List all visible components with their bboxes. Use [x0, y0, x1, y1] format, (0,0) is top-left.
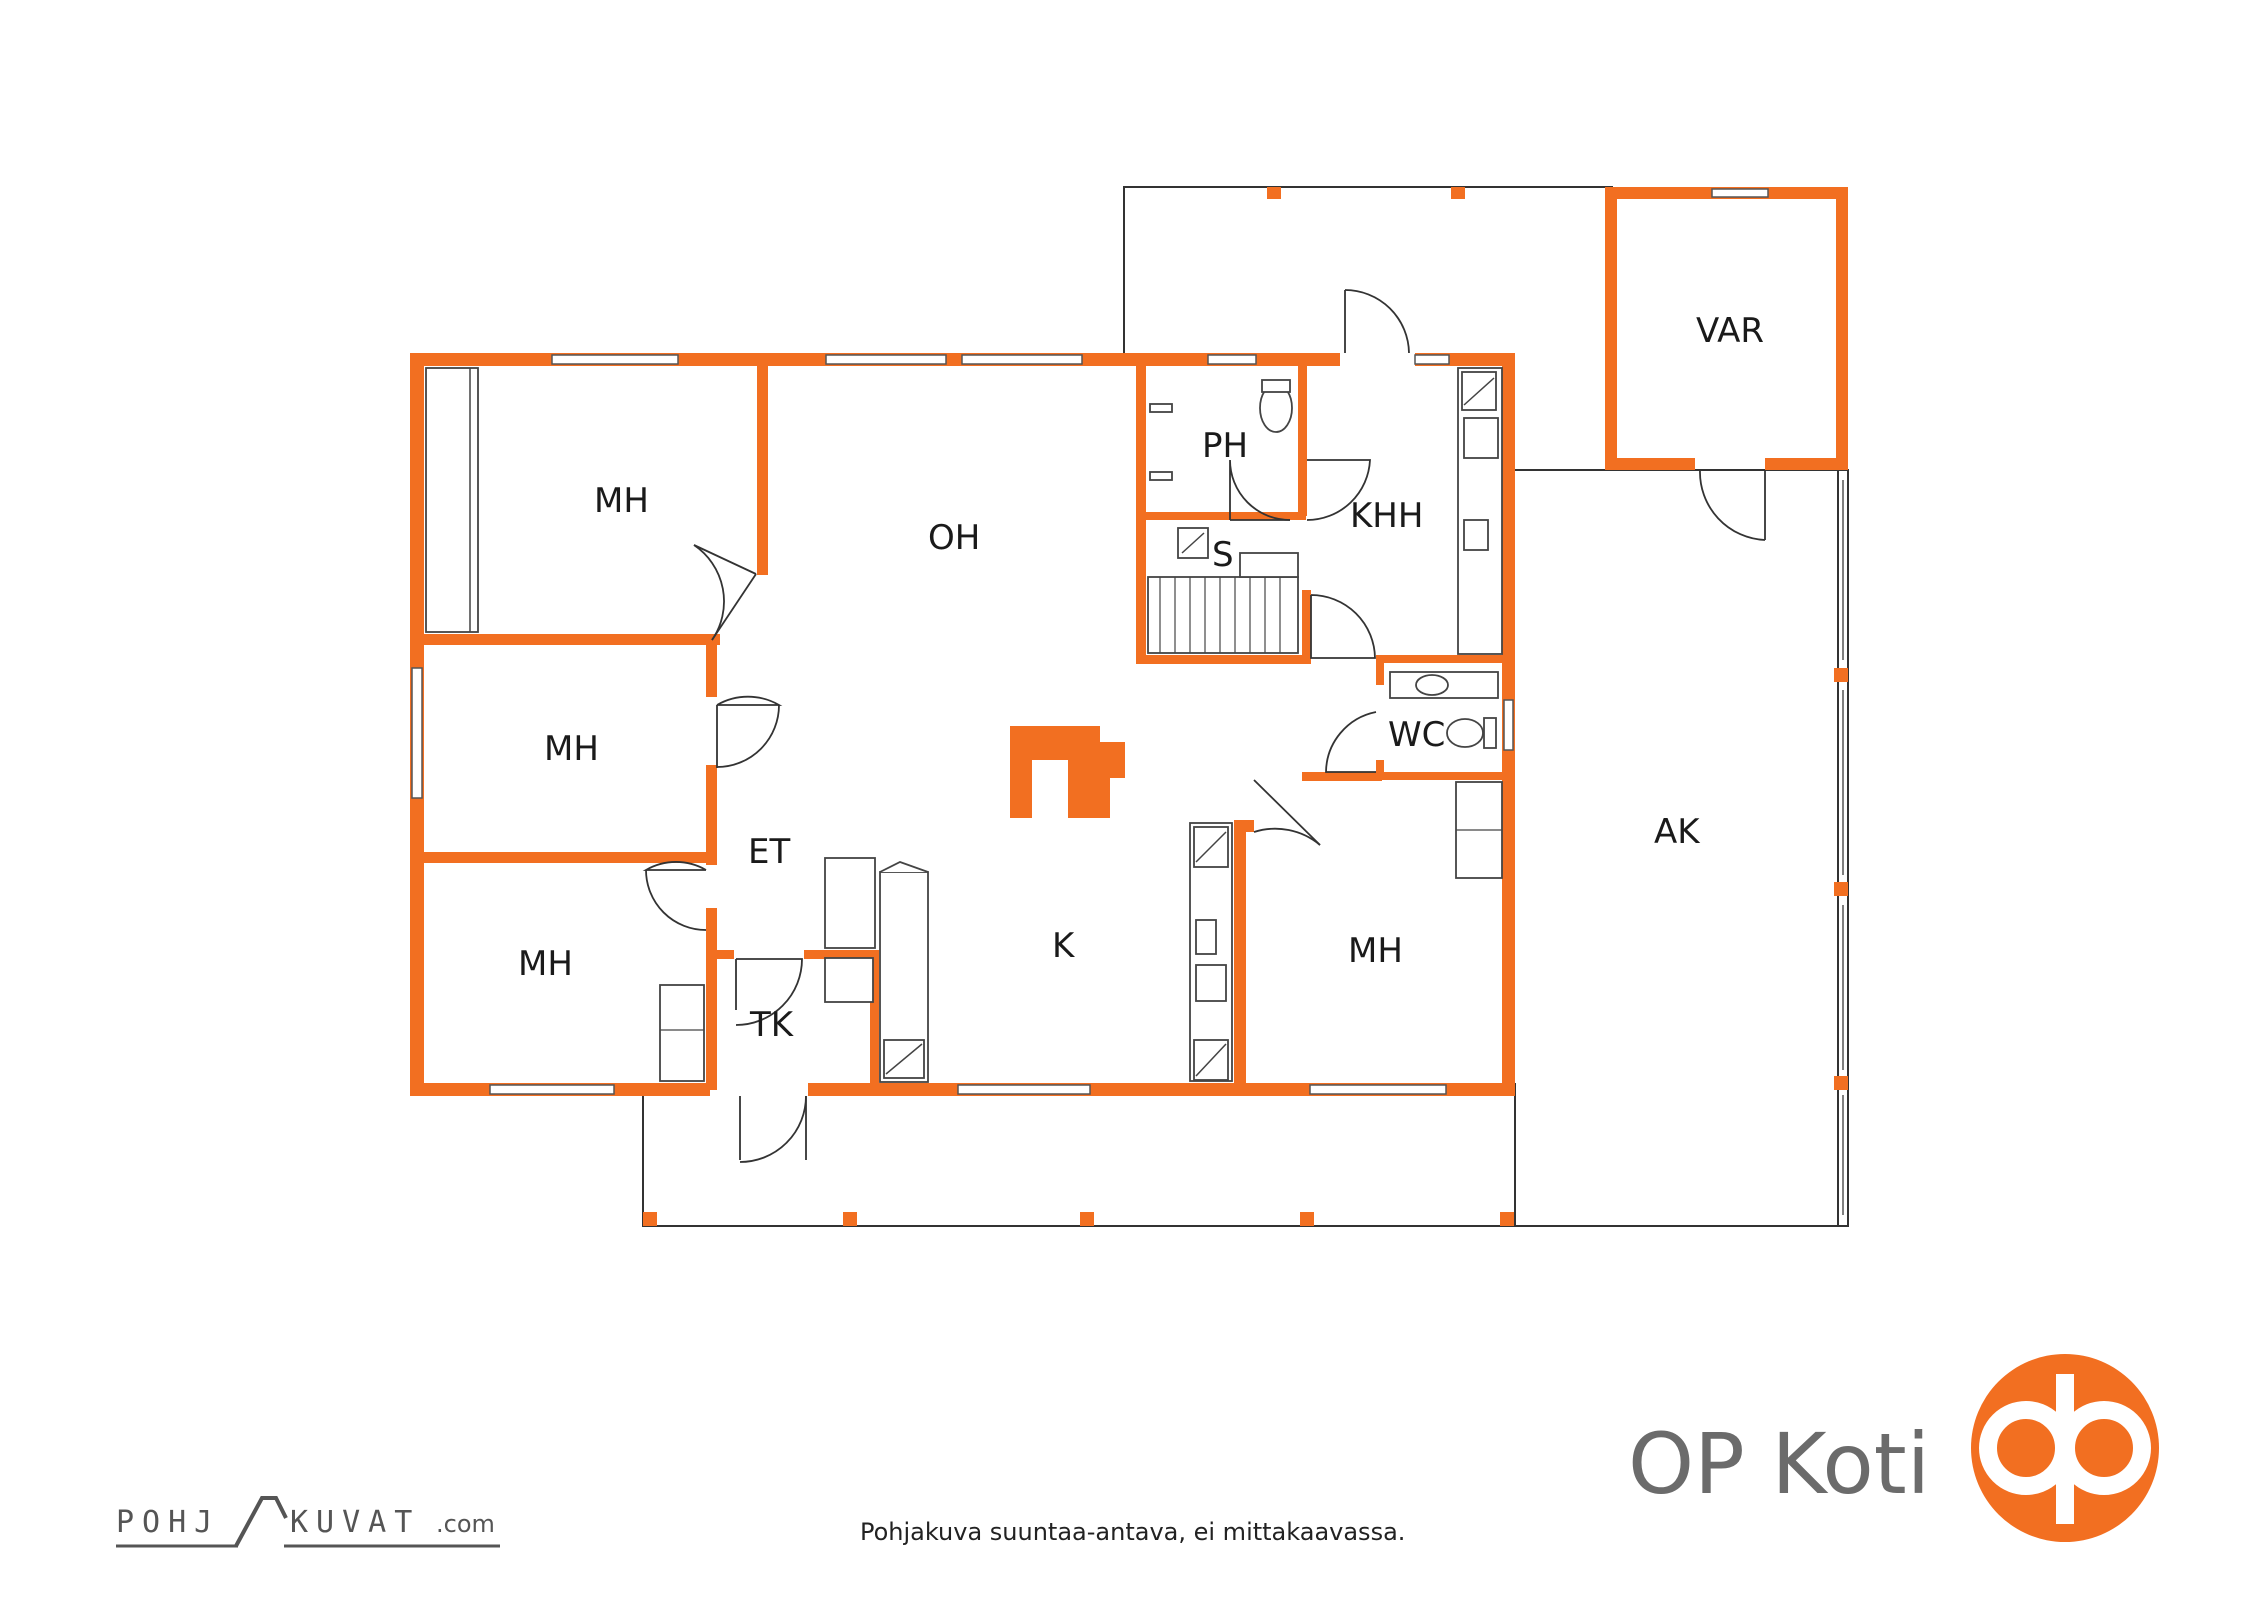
doors — [642, 289, 1766, 1163]
maker-prefix: POHJ — [116, 1505, 220, 1540]
windows — [411, 188, 1844, 1215]
room-label-khh: KHH — [1350, 496, 1423, 536]
fixtures — [425, 367, 1503, 1083]
maker-suffix: KUVAT — [290, 1505, 420, 1540]
room-label-oh: OH — [928, 518, 980, 558]
maker-domain: .com — [436, 1510, 495, 1538]
room-label-wc: WC — [1388, 715, 1445, 755]
room-label-mh-bottom-right: MH — [1348, 931, 1403, 971]
room-label-mh-mid: MH — [544, 729, 599, 769]
walls — [410, 187, 1848, 1226]
room-label-ph: PH — [1202, 426, 1248, 466]
maker-a-glyph-icon — [234, 1496, 288, 1547]
room-label-mh-top: MH — [594, 481, 649, 521]
room-label-var: VAR — [1696, 311, 1764, 351]
pohjakuvat-logo: POHJ KUVAT .com — [116, 1496, 500, 1548]
room-label-mh-bottom-left: MH — [518, 944, 573, 984]
brand: OP Koti — [1628, 1354, 2159, 1542]
brand-name: OP Koti — [1628, 1415, 1930, 1513]
room-label-tk: TK — [749, 1005, 795, 1045]
disclaimer-note: Pohjakuva suuntaa-antava, ei mittakaavas… — [860, 1518, 1405, 1546]
room-label-k: K — [1052, 926, 1076, 966]
room-label-ak: AK — [1654, 812, 1701, 852]
room-labels: MH OH PH KHH S VAR MH WC ET AK K MH MH T… — [518, 311, 1764, 1045]
op-logo-icon — [1971, 1354, 2159, 1542]
room-label-et: ET — [748, 832, 790, 872]
room-label-s: S — [1212, 535, 1234, 575]
